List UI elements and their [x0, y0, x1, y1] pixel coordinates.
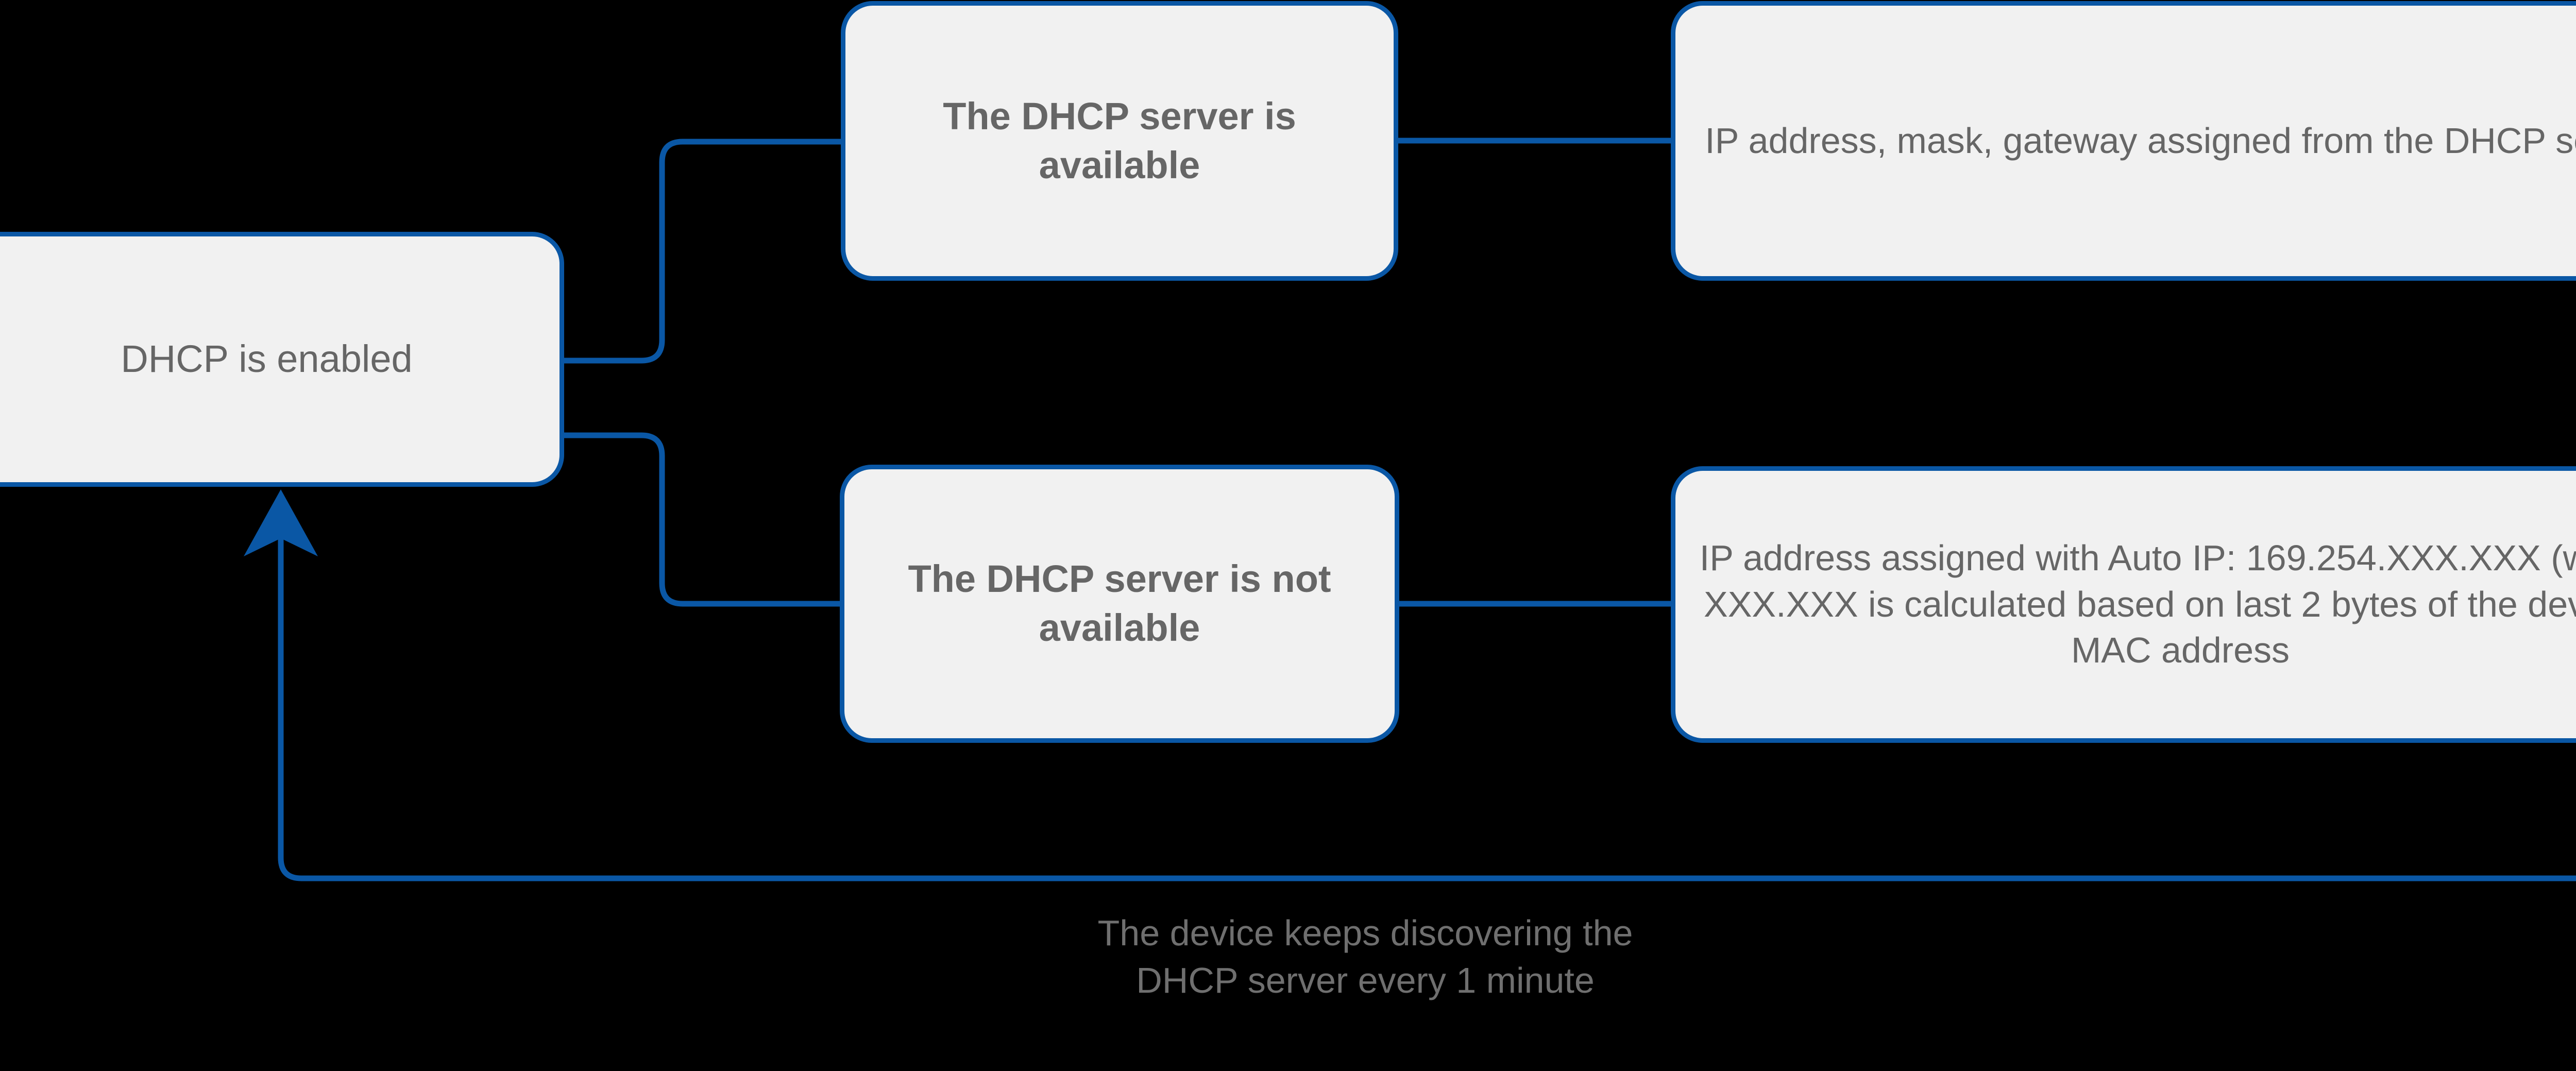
- node-dhcp-enabled-label: DHCP is enabled: [121, 337, 413, 381]
- node-autoip-assigned[interactable]: IP address assigned with Auto IP: 169.25…: [1671, 466, 2576, 743]
- node-dhcp-assigned[interactable]: IP address, mask, gateway assigned from …: [1671, 1, 2576, 281]
- node-server-available-label: The DHCP server is available: [943, 94, 1296, 186]
- arrowhead-icon: [244, 489, 318, 556]
- node-autoip-assigned-label: IP address assigned with Auto IP: 169.25…: [1699, 538, 2576, 671]
- feedback-loop-caption-line-1: The device keeps discovering the: [1097, 913, 1633, 953]
- edge-enabled-to-available: [562, 139, 841, 364]
- node-server-unavailable[interactable]: The DHCP server is not available: [840, 465, 1399, 743]
- node-dhcp-assigned-label: IP address, mask, gateway assigned from …: [1705, 120, 2576, 161]
- feedback-loop-caption-line-2: DHCP server every 1 minute: [1136, 960, 1595, 1001]
- edge-enabled-to-unavailable: [562, 432, 840, 607]
- node-dhcp-enabled[interactable]: DHCP is enabled: [0, 232, 564, 487]
- node-server-available[interactable]: The DHCP server is available: [841, 1, 1398, 281]
- feedback-loop-caption: The device keeps discovering the DHCP se…: [866, 909, 1865, 1005]
- node-server-unavailable-label: The DHCP server is not available: [908, 557, 1331, 649]
